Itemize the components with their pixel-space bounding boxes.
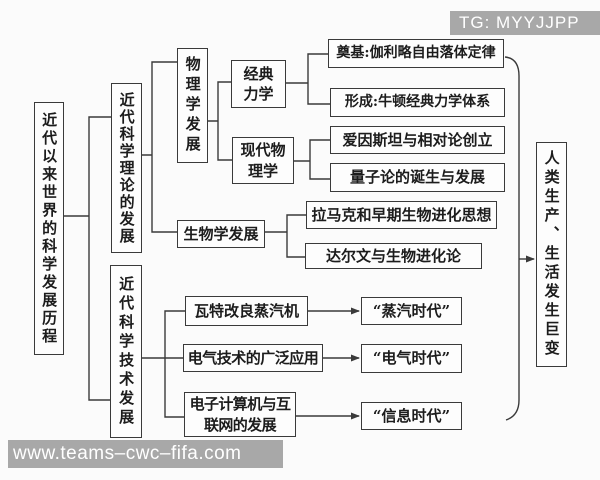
bracket-physics — [208, 81, 232, 161]
node-information-age: “信息时代” — [361, 402, 462, 430]
node-modern-physics: 现代物理学 — [232, 137, 294, 184]
node-electrical-tech: 电气技术的广泛应用 — [183, 344, 323, 372]
node-theory-branch: 近代科学理论的发展 — [111, 83, 142, 253]
node-quantum-theory: 量子论的诞生与发展 — [330, 163, 505, 192]
node-formation-newton: 形成:牛顿经典力学体系 — [330, 88, 505, 117]
big-bracket — [504, 56, 520, 421]
bracket-theory — [142, 61, 177, 233]
node-classical-mechanics: 经典力学 — [231, 60, 286, 108]
watermark-top: TG: MYYJJPP — [450, 11, 600, 35]
bracket-modern-physics — [294, 139, 330, 180]
node-root: 近代以来世界的科学发展历程 — [34, 102, 64, 355]
node-steam-age: “蒸汽时代” — [361, 297, 462, 325]
bracket-tech — [142, 310, 185, 418]
watermark-bottom: www.teams–cwc–fifa.com — [8, 440, 283, 468]
bracket-root — [64, 116, 111, 401]
node-biology: 生物学发展 — [177, 220, 265, 248]
node-tech-branch: 近代科学技术发展 — [110, 265, 142, 438]
node-darwin-evolution: 达尔文与生物进化论 — [305, 243, 482, 269]
bracket-biology — [265, 214, 306, 258]
node-computer-internet: 电子计算机与互联网的发展 — [184, 392, 296, 437]
node-physics: 物理学发展 — [177, 48, 208, 163]
node-einstein-relativity: 爱因斯坦与相对论创立 — [330, 126, 505, 154]
node-electric-age: “电气时代” — [361, 344, 462, 373]
node-impact: 人类生产、生活发生巨变 — [536, 142, 567, 367]
bracket-classical — [286, 53, 330, 105]
node-watt-steam-engine: 瓦特改良蒸汽机 — [185, 296, 308, 326]
node-lamarck-evolution: 拉马克和早期生物进化思想 — [306, 201, 497, 229]
node-foundation-galileo: 奠基:伽利略自由落体定律 — [328, 39, 504, 68]
